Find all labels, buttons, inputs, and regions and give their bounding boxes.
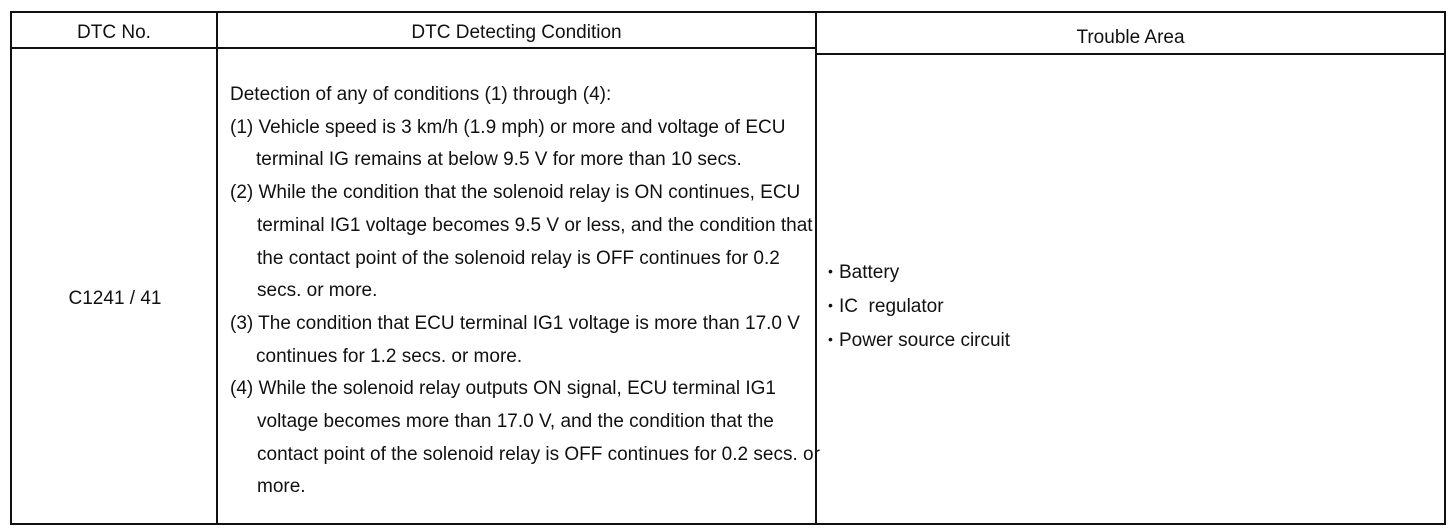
- detecting-condition-cell: Detection of any of conditions (1) throu…: [230, 79, 825, 504]
- bullet-icon: •: [828, 263, 833, 279]
- column-divider-2: [815, 13, 817, 523]
- dtc-table: DTC No. DTC Detecting Condition Trouble …: [10, 11, 1446, 525]
- trouble-area-label: Battery: [839, 262, 900, 283]
- column-divider-1: [216, 13, 218, 523]
- trouble-area-label: Power source circuit: [839, 330, 1011, 351]
- header-divider-right: [817, 53, 1444, 55]
- trouble-area-item: • IC regulator: [828, 289, 1010, 323]
- header-dtc-no: DTC No.: [77, 22, 151, 43]
- condition-item-3: (3) The condition that ECU terminal IG1 …: [230, 312, 800, 367]
- condition-item-2: (2) While the condition that the solenoi…: [230, 182, 813, 302]
- dtc-code: C1241 / 41: [68, 288, 162, 309]
- bullet-icon: •: [828, 331, 833, 347]
- header-divider-left: [12, 47, 817, 49]
- bullet-icon: •: [828, 297, 833, 313]
- trouble-area-label: IC regulator: [839, 296, 944, 317]
- trouble-area-item: • Power source circuit: [828, 323, 1010, 357]
- condition-item-1: (1) Vehicle speed is 3 km/h (1.9 mph) or…: [230, 116, 786, 171]
- header-trouble-area: Trouble Area: [1076, 27, 1185, 48]
- header-detecting-condition: DTC Detecting Condition: [411, 22, 622, 43]
- condition-intro: Detection of any of conditions (1) throu…: [230, 84, 612, 105]
- condition-item-4: (4) While the solenoid relay outputs ON …: [230, 378, 820, 498]
- trouble-area-cell: • Battery • IC regulator • Power source cir…: [828, 255, 1010, 357]
- trouble-area-item: • Battery: [828, 255, 1010, 289]
